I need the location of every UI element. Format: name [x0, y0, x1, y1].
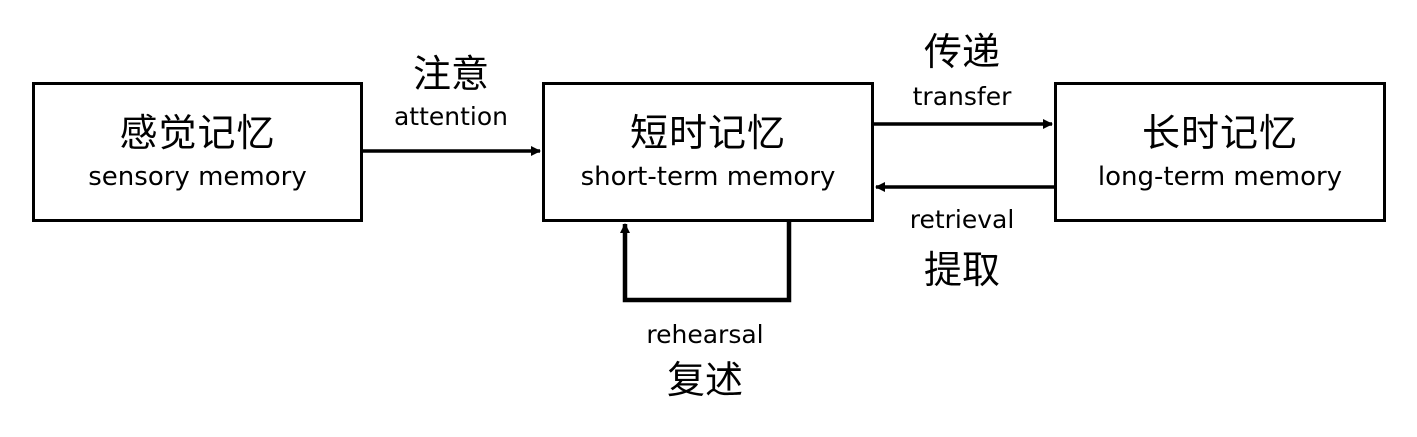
retrieval-label-en: retrieval — [909, 205, 1015, 234]
short-term-memory-box: 短时记忆 short-term memory — [542, 82, 874, 222]
transfer-label-zh: 传递 — [923, 30, 1001, 74]
attention-label-en: attention — [393, 102, 509, 131]
sensory-memory-title-en: sensory memory — [88, 162, 307, 192]
sensory-memory-title-zh: 感觉记忆 — [119, 111, 276, 155]
short-term-memory-title-zh: 短时记忆 — [629, 111, 786, 155]
attention-label-zh: 注意 — [412, 52, 490, 96]
rehearsal-label-zh: 复述 — [666, 358, 744, 402]
rehearsal-loop-arrow — [620, 222, 792, 303]
long-term-memory-title-en: long-term memory — [1097, 162, 1343, 192]
short-term-memory-title-en: short-term memory — [580, 162, 836, 192]
long-term-memory-box: 长时记忆 long-term memory — [1054, 82, 1386, 222]
long-term-memory-title-zh: 长时记忆 — [1141, 111, 1298, 155]
sensory-memory-box: 感觉记忆 sensory memory — [32, 82, 363, 222]
transfer-label-en: transfer — [912, 82, 1012, 111]
rehearsal-label-en: rehearsal — [646, 320, 764, 349]
retrieval-label-zh: 提取 — [923, 248, 1001, 292]
